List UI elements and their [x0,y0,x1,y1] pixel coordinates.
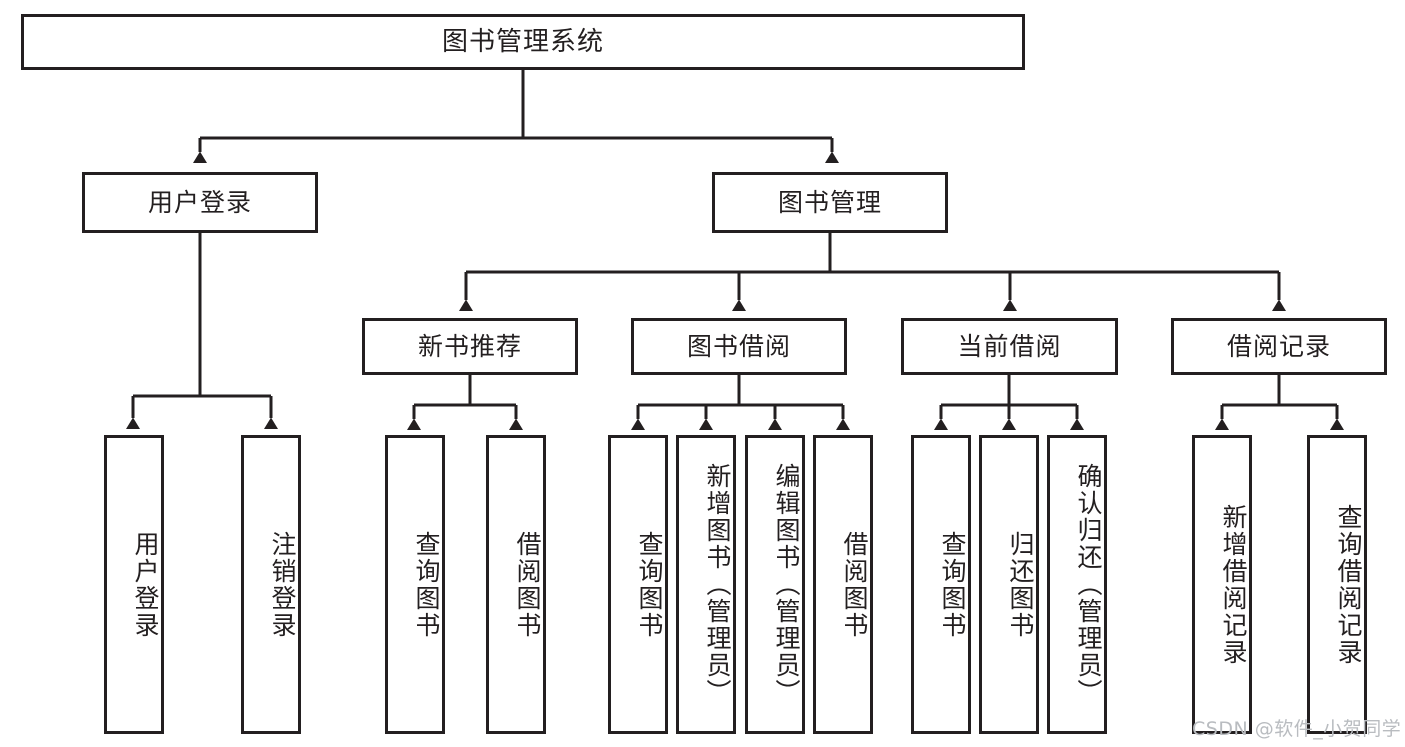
leaf-book-borrow-query[interactable]: 查询图书 [608,435,668,734]
leaf-book-borrow-add[interactable]: 新增图书（管理员） [676,435,736,734]
node-label: 查询借阅记录 [1334,503,1363,666]
node-label: 查询图书 [412,530,441,639]
node-label: 当前借阅 [957,331,1062,361]
leaf-borrow-record-query[interactable]: 查询借阅记录 [1307,435,1367,734]
node-label: 用户登录 [131,530,160,639]
node-user-login[interactable]: 用户登录 [82,172,318,233]
node-book-management[interactable]: 图书管理 [712,172,948,233]
leaf-user-login-login[interactable]: 用户登录 [104,435,164,734]
leaf-current-borrow-query[interactable]: 查询图书 [911,435,971,734]
node-borrow-record[interactable]: 借阅记录 [1171,318,1387,375]
node-label: 新书推荐 [417,331,522,361]
node-label: 注销登录 [268,530,297,639]
node-new-book-recommend[interactable]: 新书推荐 [362,318,578,375]
leaf-borrow-record-add[interactable]: 新增借阅记录 [1192,435,1252,734]
node-label: 图书管理 [777,187,882,217]
leaf-new-book-query[interactable]: 查询图书 [385,435,445,734]
node-label: 用户登录 [147,187,252,217]
node-label: 借阅图书 [513,530,542,639]
node-root-system[interactable]: 图书管理系统 [21,14,1025,70]
node-label: 借阅记录 [1226,331,1331,361]
node-label: 借阅图书 [840,530,869,639]
leaf-new-book-borrow[interactable]: 借阅图书 [486,435,546,734]
node-label: 查询图书 [635,530,664,639]
leaf-current-borrow-confirm-return[interactable]: 确认归还（管理员） [1047,435,1107,734]
node-label: 编辑图书（管理员） [772,463,801,706]
leaf-user-login-logout[interactable]: 注销登录 [241,435,301,734]
node-label: 查询图书 [938,530,967,639]
node-label: 图书借阅 [686,331,791,361]
node-label: 确认归还（管理员） [1074,463,1103,706]
node-label: 新增图书（管理员） [703,463,732,706]
watermark-text: CSDN @软件_小贺同学 [1192,718,1402,740]
node-label: 归还图书 [1006,530,1035,639]
leaf-book-borrow-borrow[interactable]: 借阅图书 [813,435,873,734]
leaf-current-borrow-return[interactable]: 归还图书 [979,435,1039,734]
leaf-book-borrow-edit[interactable]: 编辑图书（管理员） [745,435,805,734]
node-current-borrow[interactable]: 当前借阅 [901,318,1118,375]
node-label: 新增借阅记录 [1219,503,1248,666]
node-label: 图书管理系统 [441,26,604,57]
node-book-borrow[interactable]: 图书借阅 [631,318,847,375]
